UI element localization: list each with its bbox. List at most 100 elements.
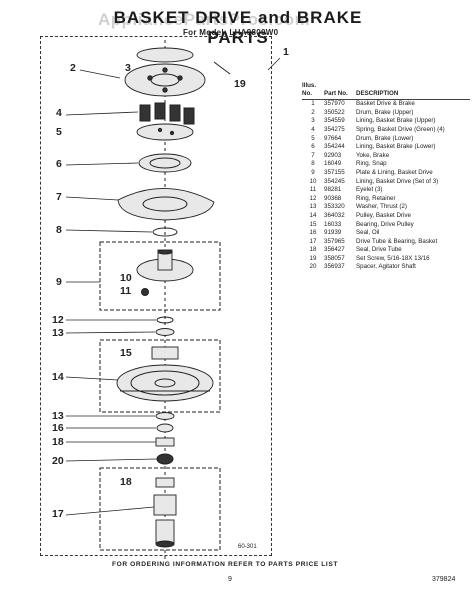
diagram-code: 60-301	[238, 544, 257, 550]
part-4-springs	[139, 102, 195, 125]
document-number: 379824	[432, 576, 456, 583]
cell-illus: 15	[309, 220, 317, 228]
cell-part: 353320	[324, 203, 345, 211]
table-row: 4 354275 Spring, Basket Drive (Green) (4)	[302, 126, 470, 135]
cell-part: 354275	[324, 125, 345, 133]
exploded-view-frame	[40, 36, 272, 556]
table-row: 2 350522 Drum, Brake (Upper)	[302, 109, 470, 118]
cell-part: 357965	[324, 237, 345, 245]
cell-part: 91939	[324, 229, 342, 237]
callout-9: 9	[56, 276, 62, 288]
cell-illus: 2	[311, 108, 315, 116]
header-illus: Illus. No.	[302, 82, 324, 101]
cell-part: 92903	[324, 151, 342, 159]
callout-6: 6	[56, 158, 62, 170]
cell-illus: 11	[309, 186, 317, 194]
callout-3: 3	[125, 62, 131, 74]
cell-desc: Drive Tube & Bearing, Basket	[356, 237, 438, 245]
cell-illus: 9	[311, 168, 315, 176]
table-row: 13 353320 Washer, Thrust (2)	[302, 203, 470, 212]
table-row: 3 354559 Lining, Basket Brake (Upper)	[302, 117, 470, 126]
callout-18b: 18	[120, 476, 132, 488]
part-18-seal	[155, 437, 175, 447]
callout-13: 13	[52, 327, 64, 339]
header-description: DESCRIPTION	[356, 82, 470, 101]
cell-illus: 10	[309, 177, 317, 185]
part-2-upper-drum	[124, 63, 206, 97]
cell-illus: 13	[309, 203, 317, 211]
cell-illus: 8	[311, 160, 315, 168]
cell-desc: Drum, Brake (Upper)	[356, 108, 414, 116]
cell-desc: Seal, Drive Tube	[356, 246, 402, 254]
cell-part: 357155	[324, 168, 345, 176]
part-6-lining	[138, 153, 192, 173]
cell-desc: Yoke, Brake	[356, 151, 390, 159]
cell-illus: 16	[309, 229, 317, 237]
cell-illus: 20	[309, 263, 317, 271]
table-row: 6 354244 Lining, Basket Brake (Lower)	[302, 143, 470, 152]
part-15-bearing	[151, 346, 179, 360]
model-number: For Model: LHA9800W0	[183, 28, 279, 37]
callout-17: 17	[52, 508, 64, 520]
cell-part: 354244	[324, 143, 345, 151]
cell-part: 97664	[324, 134, 342, 142]
ordering-note: FOR ORDERING INFORMATION REFER TO PARTS …	[112, 561, 338, 568]
cell-illus: 12	[309, 194, 317, 202]
cell-desc: Eyelet (3)	[356, 186, 383, 194]
callout-4: 4	[56, 107, 62, 119]
table-row: 20 356937 Spacer, Agitator Shaft	[302, 263, 470, 272]
cell-desc: Bearing, Drive Pulley	[356, 220, 414, 228]
cell-desc: Pulley, Basket Drive	[356, 211, 411, 219]
cell-illus: 4	[311, 125, 315, 133]
cell-desc: Plate & Lining, Basket Drive	[356, 168, 433, 176]
cell-illus: 6	[311, 143, 315, 151]
cell-desc: Seal, Oil	[356, 229, 380, 237]
part-3-lining-ring	[136, 47, 194, 63]
header-part: Part No.	[324, 82, 356, 101]
cell-desc: Spring, Basket Drive (Green) (4)	[356, 125, 445, 133]
cell-illus: 5	[311, 134, 315, 142]
callout-11: 11	[120, 285, 132, 297]
cell-part: 354245	[324, 177, 345, 185]
cell-desc: Lining, Basket Brake (Upper)	[356, 117, 436, 125]
cell-illus: 3	[311, 117, 315, 125]
part-5-lower-drum	[136, 123, 194, 141]
callout-20: 20	[52, 455, 64, 467]
callout-1: 1	[283, 46, 289, 58]
cell-desc: Spacer, Agitator Shaft	[356, 263, 416, 271]
callout-7: 7	[56, 191, 62, 203]
cell-illus: 1	[311, 100, 315, 108]
cell-part: 350522	[324, 108, 345, 116]
cell-illus: 19	[309, 254, 317, 262]
cell-illus: 14	[309, 211, 317, 219]
part-13-washer	[155, 328, 175, 336]
callout-15: 15	[120, 347, 132, 359]
part-20-spacer	[156, 453, 174, 465]
cell-desc: Lining, Basket Brake (Lower)	[356, 143, 436, 151]
cell-part: 358057	[324, 254, 345, 262]
cell-illus: 7	[311, 151, 315, 159]
callout-8: 8	[56, 224, 62, 236]
part-8-snap-ring	[152, 227, 178, 237]
cell-desc: Basket Drive & Brake	[356, 100, 415, 108]
cell-part: 356937	[324, 263, 345, 271]
table-row: 16 91939 Seal, Oil	[302, 229, 470, 238]
table-row: 9 357155 Plate & Lining, Basket Drive	[302, 169, 470, 178]
cell-part: 90368	[324, 194, 342, 202]
cell-desc: Washer, Thrust (2)	[356, 203, 407, 211]
cell-part: 356427	[324, 246, 345, 254]
callout-5: 5	[56, 126, 62, 138]
cell-desc: Ring, Snap	[356, 160, 387, 168]
table-row: 7 92903 Yoke, Brake	[302, 152, 470, 161]
cell-part: 357970	[324, 100, 345, 108]
cell-part: 354559	[324, 117, 345, 125]
